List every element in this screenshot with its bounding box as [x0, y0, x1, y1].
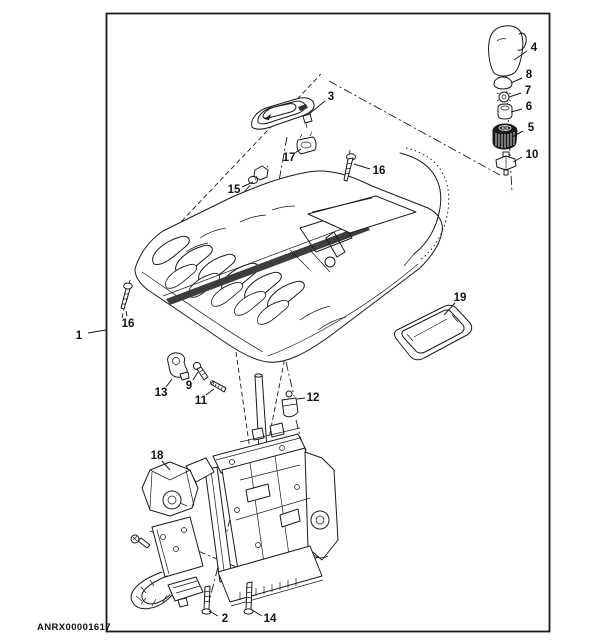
callout-label-8: 8 — [526, 69, 533, 81]
callout-leader-7 — [508, 92, 522, 98]
screw-16-left — [120, 282, 133, 310]
callout-label-6: 6 — [526, 101, 532, 113]
callout-leader-9 — [192, 371, 199, 381]
callout-label-10: 10 — [526, 149, 539, 161]
callout-label-16: 16 — [122, 318, 135, 330]
callout-leader-16 — [125, 310, 128, 317]
fender-arc — [399, 147, 450, 267]
callout-label-7: 7 — [525, 85, 531, 97]
console-body — [134, 170, 443, 363]
callout-leader-10 — [512, 156, 523, 163]
callout-leader-17 — [294, 148, 302, 154]
callout-label-17: 17 — [283, 152, 296, 164]
callout-label-12: 12 — [307, 392, 320, 404]
callout-label-3: 3 — [328, 91, 334, 103]
callout-label-9: 9 — [186, 380, 192, 392]
callout-label-4: 4 — [531, 42, 538, 54]
bushing-12 — [281, 390, 299, 418]
callout-leader-18 — [161, 460, 171, 471]
callout-leader-4 — [513, 50, 528, 61]
callout-leader-14 — [251, 609, 263, 617]
screw-14 — [243, 581, 254, 615]
callout-leader-3 — [308, 100, 326, 115]
solenoid-18 — [141, 457, 215, 517]
callout-label-5: 5 — [528, 122, 535, 134]
callout-leader-12 — [296, 397, 306, 400]
callout-leader-11 — [205, 388, 215, 396]
callout-label-14: 14 — [264, 613, 277, 625]
callout-leader-1 — [87, 329, 107, 334]
shift-knob — [488, 25, 527, 77]
callout-label-15: 15 — [228, 184, 241, 196]
callout-label-19: 19 — [454, 292, 467, 304]
callout-leader-5 — [511, 130, 524, 138]
callout-label-2: 2 — [222, 613, 228, 625]
knob-hardware-stack — [492, 76, 518, 176]
pin-11 — [210, 380, 227, 393]
figure-code: ANRX00001617 — [37, 622, 111, 633]
callout-label-18: 18 — [151, 450, 164, 462]
diagram-frame — [105, 12, 551, 633]
screw-2 — [201, 585, 212, 615]
callout-label-11: 11 — [195, 395, 208, 407]
harness-assembly — [130, 516, 204, 610]
callout-leader-6 — [510, 108, 523, 113]
shift-handle — [251, 97, 315, 130]
screw-9 — [192, 361, 209, 381]
bolt-15 — [248, 165, 269, 184]
callout-label-16: 16 — [373, 165, 386, 177]
console-trim-bar — [166, 224, 370, 305]
callout-leader-2 — [208, 610, 219, 617]
bushing-17 — [296, 131, 317, 155]
callout-label-1: 1 — [76, 330, 83, 342]
callout-leader-19 — [443, 302, 456, 316]
storage-tray — [394, 304, 473, 361]
callout-leader-8 — [510, 77, 523, 84]
callout-label-13: 13 — [155, 387, 168, 399]
callout-leader-16 — [353, 163, 371, 170]
clip-13 — [167, 352, 190, 381]
shifter-mechanism — [204, 422, 339, 607]
screw-16-center — [343, 153, 356, 182]
callout-leader-15 — [241, 181, 254, 188]
callout-leader-13 — [165, 378, 173, 388]
